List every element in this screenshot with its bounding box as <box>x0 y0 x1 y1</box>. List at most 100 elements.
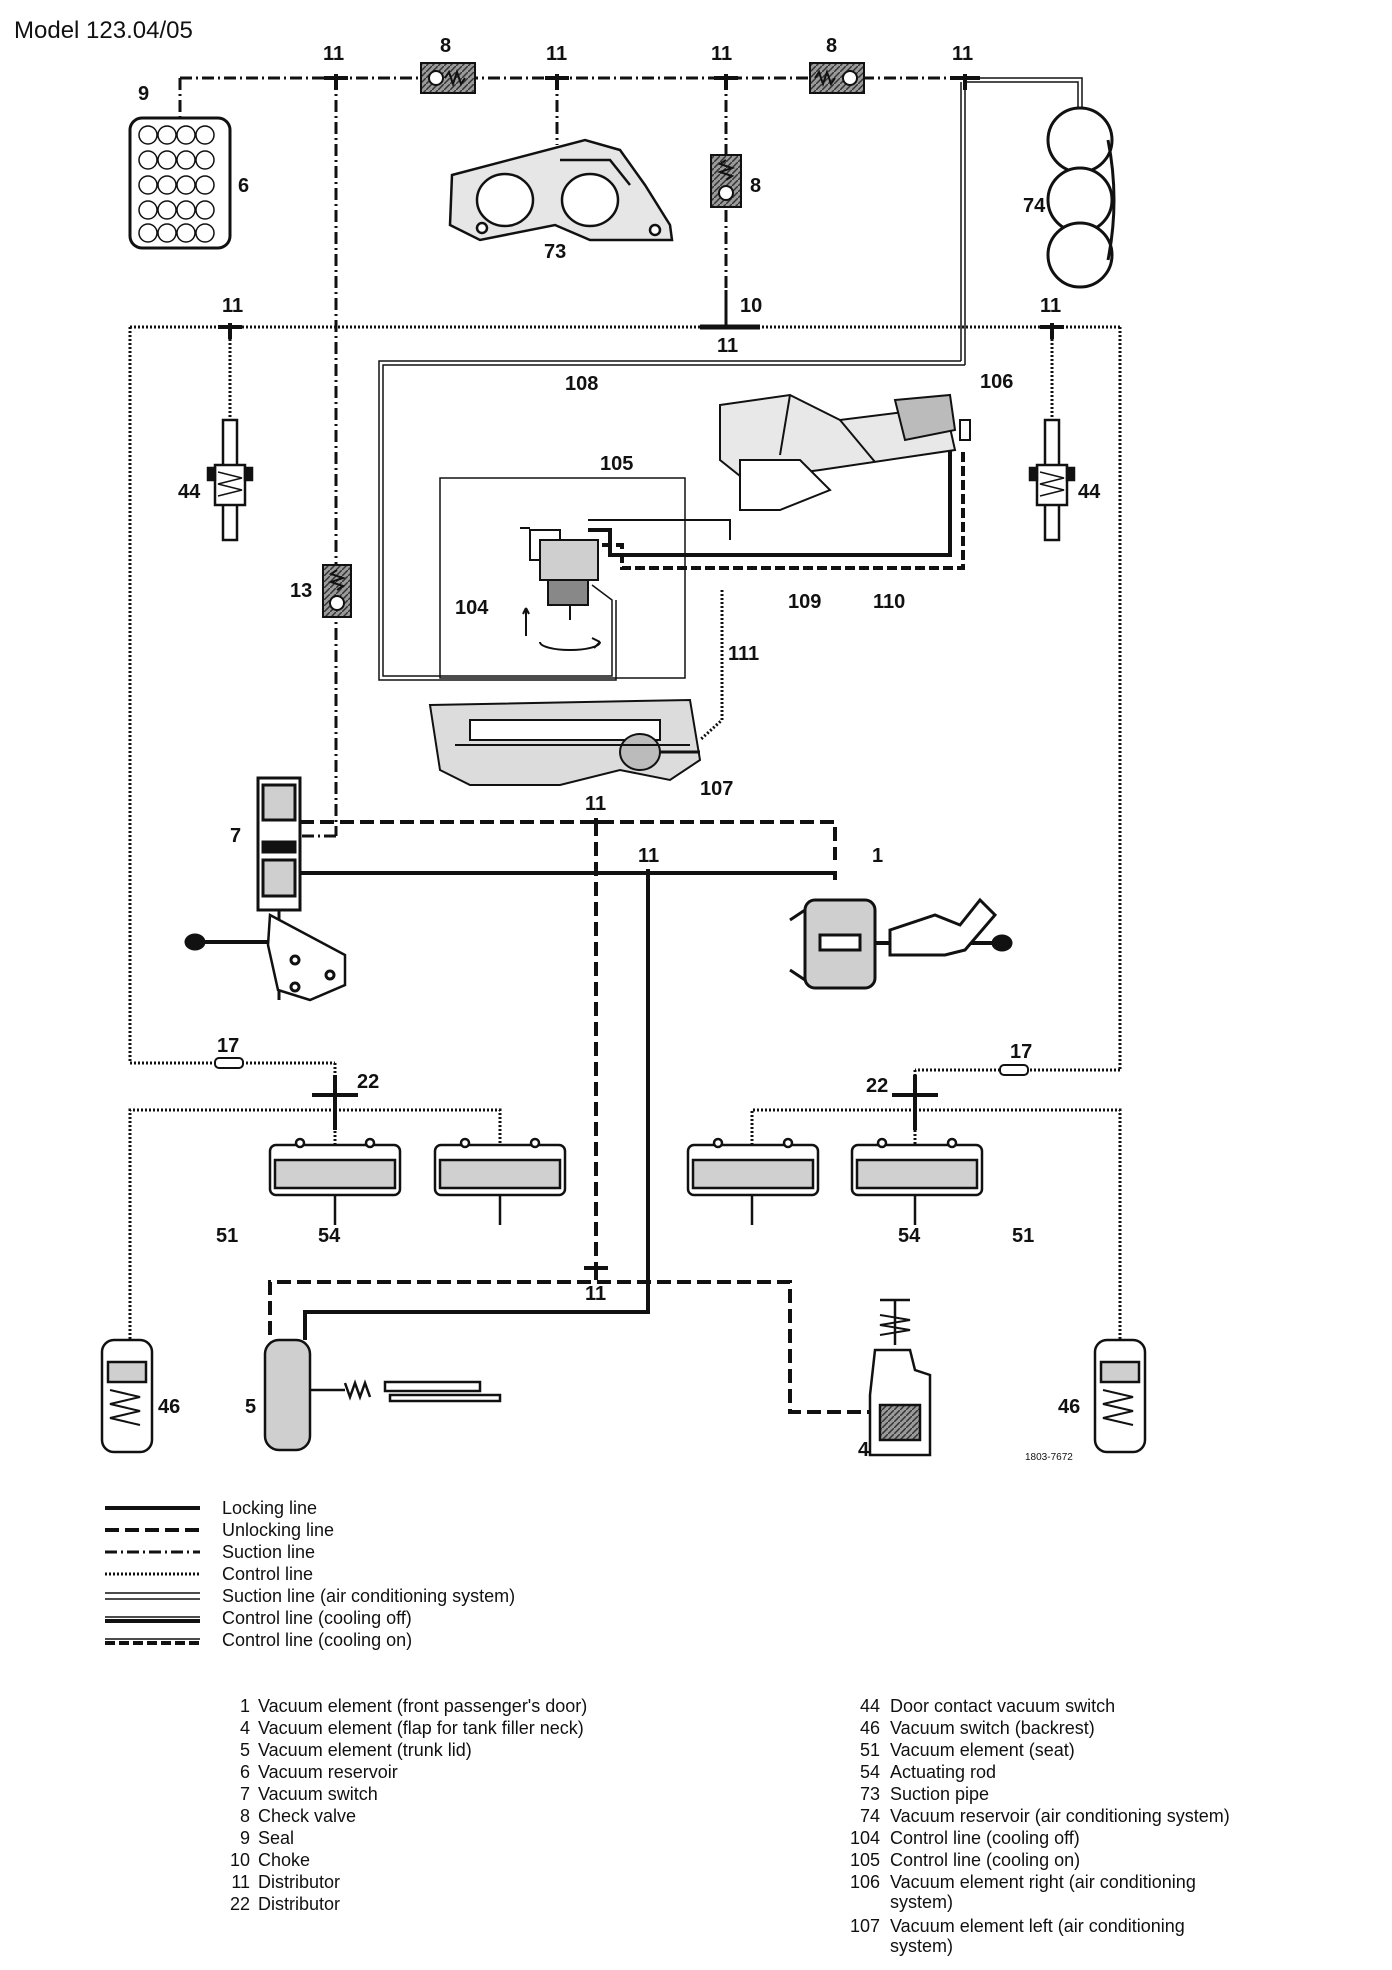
label-11-a: 11 <box>323 43 344 65</box>
distributor-22-right <box>892 1075 938 1130</box>
seat-vacuum-element-51-1 <box>268 1137 402 1225</box>
key-left-text: Vacuum switch <box>258 1784 378 1804</box>
key-right-num: 104 <box>850 1828 880 1848</box>
control-line-cooling-off <box>588 450 952 557</box>
key-right-num: 107 <box>850 1916 880 1936</box>
distributor-22-left <box>312 1075 358 1130</box>
key-left-text: Distributor <box>258 1872 340 1892</box>
control-line-cooling-on-b <box>588 519 731 540</box>
label-11-g: 11 <box>1040 295 1061 317</box>
key-left-text: Distributor <box>258 1894 340 1914</box>
label-17-left: 17 <box>217 1035 239 1057</box>
label-109: 109 <box>788 591 821 613</box>
seat-vacuum-element-51-2 <box>433 1137 567 1225</box>
label-104: 104 <box>455 597 489 619</box>
check-valve-8-left <box>420 62 476 94</box>
key-right-text: Door contact vacuum switch <box>890 1696 1115 1716</box>
key-left-num: 9 <box>240 1828 250 1848</box>
label-73: 73 <box>544 241 566 263</box>
control-line-seat-left <box>128 1108 335 1340</box>
ac-suction-box-108 <box>382 364 965 677</box>
ac-vacuum-element-106 <box>719 393 971 511</box>
label-1: 1 <box>872 845 883 867</box>
label-5: 5 <box>245 1396 256 1418</box>
key-right-num: 74 <box>860 1806 880 1826</box>
ac-vacuum-reservoir-74 <box>1046 106 1116 289</box>
door-contact-switch-44-right <box>1028 418 1076 542</box>
label-22-right: 22 <box>866 1075 888 1097</box>
key-right-text-cont: system) <box>890 1892 953 1912</box>
label-4: 4 <box>858 1439 870 1461</box>
key-left-num: 11 <box>231 1872 250 1892</box>
locking-line-down <box>303 873 650 1340</box>
component-key-right: 44 Door contact vacuum switch 46 Vacuum … <box>850 1696 1230 1956</box>
label-106: 106 <box>980 371 1013 393</box>
key-left-text: Choke <box>258 1850 310 1870</box>
key-right-num: 46 <box>860 1718 880 1738</box>
key-right-num: 44 <box>860 1696 880 1716</box>
key-left-text: Vacuum reservoir <box>258 1762 398 1782</box>
legend-label-suction-ac: Suction line (air conditioning system) <box>222 1586 515 1606</box>
backrest-vacuum-switch-46-right <box>1093 1338 1147 1454</box>
control-line-seat-right-b <box>750 1108 915 1145</box>
key-right-text: Suction pipe <box>890 1784 989 1804</box>
key-left-num: 4 <box>240 1718 250 1738</box>
diagram-title: Model 123.04/05 <box>14 17 193 44</box>
label-111: 111 <box>728 643 759 665</box>
label-105: 105 <box>600 453 633 475</box>
restrictor-17-left <box>214 1057 244 1069</box>
component-labels: 9 6 11 8 11 11 8 11 8 73 74 10 11 11 11 … <box>138 35 1101 1463</box>
key-right-num: 105 <box>850 1850 880 1870</box>
key-right-text: Control line (cooling off) <box>890 1828 1080 1848</box>
key-right-text: Vacuum element (seat) <box>890 1740 1075 1760</box>
ac-vacuum-element-107 <box>428 698 702 786</box>
label-6: 6 <box>238 175 249 197</box>
vacuum-element-1 <box>789 897 1013 990</box>
key-left-num: 5 <box>240 1740 250 1760</box>
key-right-num: 73 <box>860 1784 880 1804</box>
label-22-left: 22 <box>357 1071 379 1093</box>
label-11-d: 11 <box>952 43 973 65</box>
label-44-left: 44 <box>178 481 201 503</box>
key-left-num: 7 <box>240 1784 250 1804</box>
label-74: 74 <box>1023 195 1046 217</box>
check-valve-13 <box>322 564 352 618</box>
control-line-cooling-on <box>588 450 965 570</box>
label-11-b: 11 <box>546 43 567 65</box>
control-line-111 <box>698 590 724 742</box>
legend-swatch-control-off <box>105 1616 200 1623</box>
label-46-right: 46 <box>1058 1396 1080 1418</box>
label-11-f: 11 <box>222 295 243 317</box>
control-line-seat-right <box>915 1108 1122 1340</box>
label-11-e: 11 <box>717 335 738 357</box>
seat-vacuum-element-51-4 <box>850 1137 984 1225</box>
legend-label-control: Control line <box>222 1564 313 1584</box>
line-legend: Locking line Unlocking line Suction line… <box>105 1498 515 1650</box>
drawing-code: 1803-7672 <box>1025 1452 1073 1463</box>
choke-10 <box>700 290 760 330</box>
key-left-num: 10 <box>230 1850 250 1870</box>
legend-label-control-off: Control line (cooling off) <box>222 1608 412 1628</box>
legend-label-locking: Locking line <box>222 1498 317 1518</box>
key-left-num: 8 <box>240 1806 250 1826</box>
check-valve-8-right <box>809 62 865 94</box>
key-right-text: Vacuum element left (air conditioning <box>890 1916 1185 1936</box>
control-line-seat-left-b <box>335 1108 502 1145</box>
key-right-text: Vacuum element right (air conditioning <box>890 1872 1196 1892</box>
label-7: 7 <box>230 825 241 847</box>
door-contact-switch-44-left <box>206 418 254 542</box>
legend-label-unlocking: Unlocking line <box>222 1520 334 1540</box>
key-right-text: Vacuum switch (backrest) <box>890 1718 1095 1738</box>
backrest-vacuum-switch-46-left <box>100 1338 154 1454</box>
label-107: 107 <box>700 778 733 800</box>
key-left-num: 22 <box>230 1894 250 1914</box>
restrictor-17-right <box>999 1064 1029 1076</box>
key-left-text: Vacuum element (trunk lid) <box>258 1740 472 1760</box>
vacuum-reservoir-6 <box>128 116 232 250</box>
distributors-11 <box>218 74 1064 1280</box>
label-11-i: 11 <box>638 845 659 867</box>
label-10: 10 <box>740 295 762 317</box>
label-8-b: 8 <box>826 35 837 57</box>
key-left-text: Vacuum element (flap for tank filler nec… <box>258 1718 584 1738</box>
ac-suction-box-108-b <box>378 360 961 681</box>
